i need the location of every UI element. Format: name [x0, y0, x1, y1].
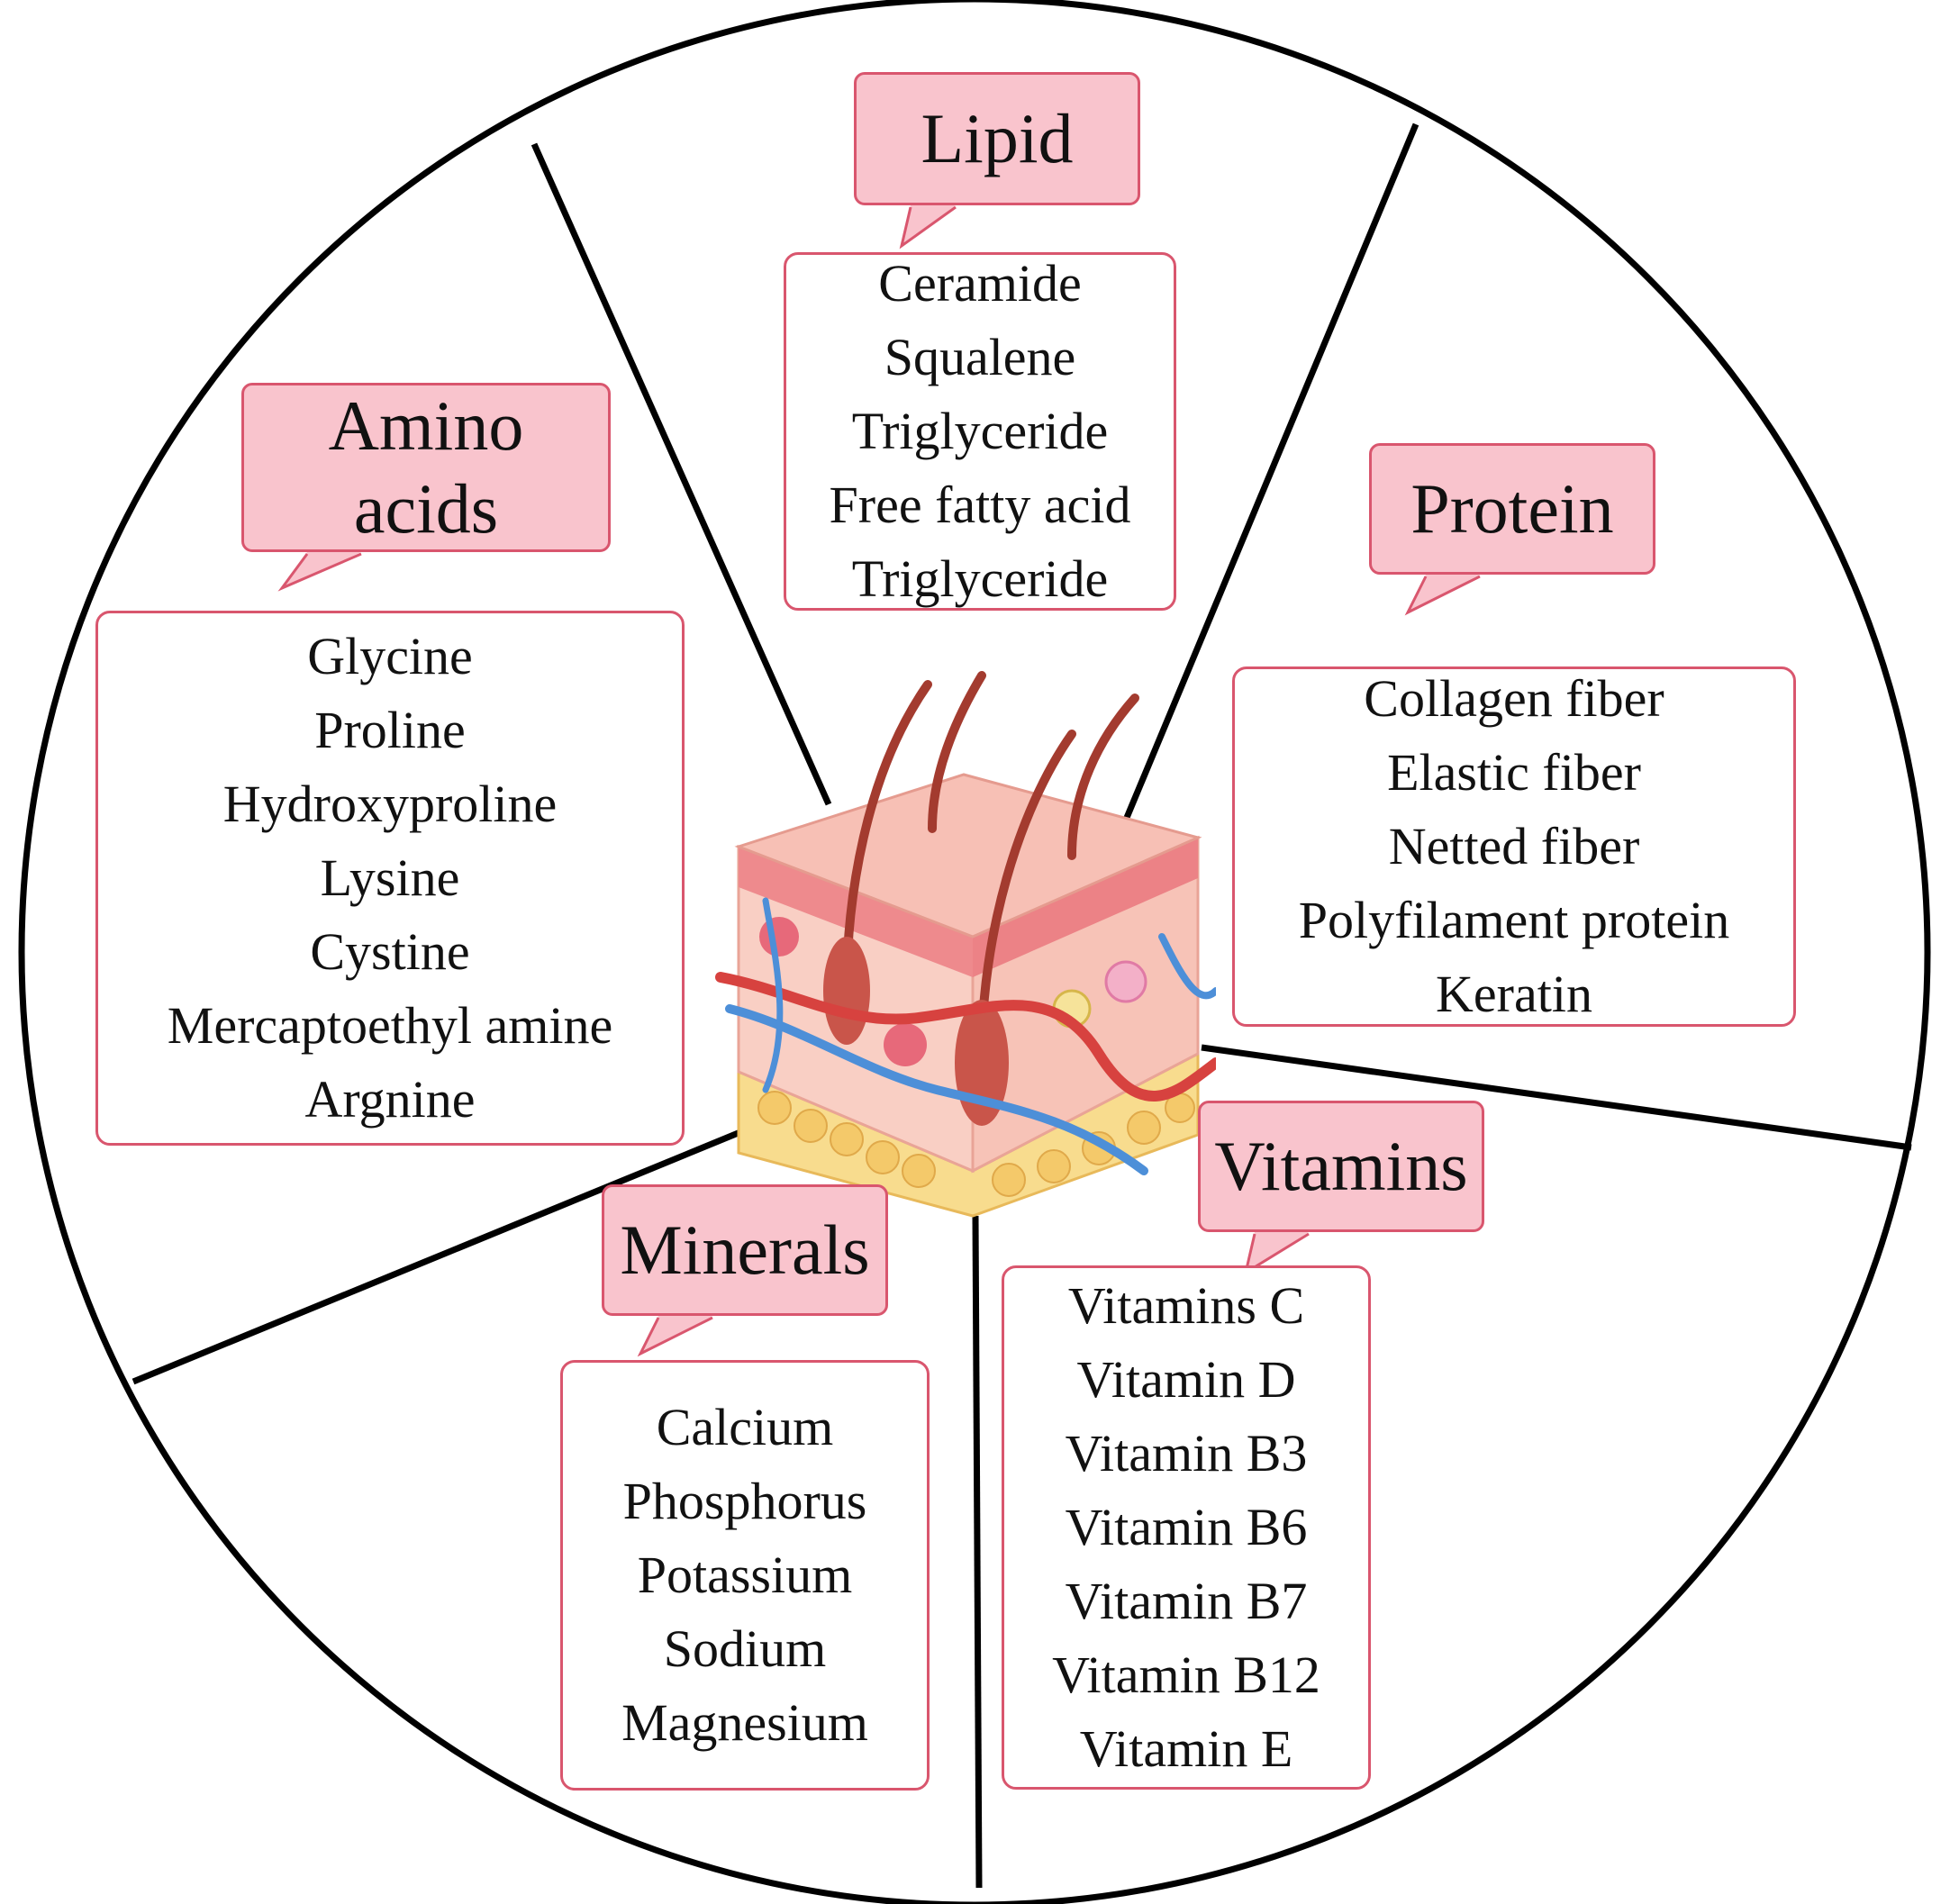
minerals-list: Calcium Phosphorus Potassium Sodium Magn… — [560, 1360, 930, 1791]
protein-list: Collagen fiber Elastic fiber Netted fibe… — [1232, 666, 1796, 1027]
amino-acids-label-line: Amino — [328, 386, 524, 465]
list-item: Sodium — [663, 1619, 827, 1678]
list-item: Vitamin B12 — [1052, 1646, 1320, 1704]
list-item: Vitamin B3 — [1065, 1424, 1308, 1482]
minerals-callout: Minerals — [602, 1184, 888, 1357]
list-item: Netted fiber — [1388, 817, 1640, 875]
amino-acids-list: Glycine Proline Hydroxyproline Lysine Cy… — [95, 611, 685, 1146]
vitamins-label: Vitamins — [1214, 1127, 1468, 1205]
divider-vitamins-minerals — [972, 1215, 983, 1889]
list-item: Calcium — [656, 1398, 834, 1456]
callout-tail — [1404, 575, 1481, 616]
list-item: Triglyceride — [851, 549, 1109, 608]
list-item: Vitamin B6 — [1065, 1498, 1308, 1556]
lipid-list: Ceramide Squalene Triglyceride Free fatt… — [784, 252, 1176, 611]
list-item: Free fatty acid — [829, 476, 1131, 534]
vitamins-list: Vitamins C Vitamin D Vitamin B3 Vitamin … — [1002, 1265, 1371, 1790]
amino-acids-label-line: acids — [353, 469, 499, 548]
vitamins-callout: Vitamins — [1198, 1101, 1484, 1276]
list-item: Magnesium — [621, 1693, 868, 1752]
list-item: Elastic fiber — [1387, 743, 1641, 802]
list-item: Phosphorus — [622, 1472, 867, 1530]
divider-protein-vitamins — [1201, 1044, 1912, 1151]
list-item: Proline — [314, 701, 466, 759]
list-item: Glycine — [307, 627, 473, 685]
divider-minerals-amino — [132, 1116, 773, 1385]
divider-lipid-amino — [531, 142, 832, 806]
list-item: Hydroxyproline — [222, 775, 558, 833]
list-item: Cystine — [310, 922, 470, 981]
callout-tail — [637, 1316, 713, 1357]
protein-callout: Protein — [1369, 443, 1655, 616]
list-item: Triglyceride — [851, 402, 1109, 460]
list-item: Collagen fiber — [1364, 669, 1664, 728]
amino-acids-callout: Amino acids — [241, 383, 611, 592]
minerals-label: Minerals — [620, 1210, 870, 1289]
protein-label: Protein — [1410, 469, 1614, 548]
list-item: Vitamin D — [1076, 1350, 1296, 1409]
skin-cross-section-icon — [715, 671, 1216, 1218]
lipid-label: Lipid — [921, 99, 1074, 177]
list-item: Squalene — [884, 328, 1076, 386]
lipid-callout: Lipid — [854, 72, 1140, 249]
list-item: Vitamins C — [1067, 1276, 1305, 1335]
callout-tail — [277, 552, 362, 592]
list-item: Keratin — [1436, 965, 1592, 1023]
list-item: Ceramide — [878, 254, 1082, 313]
list-item: Polyfilament protein — [1298, 891, 1730, 949]
list-item: Vitamin E — [1079, 1719, 1293, 1778]
list-item: Potassium — [637, 1546, 853, 1604]
list-item: Argnine — [304, 1070, 476, 1129]
divider-lipid-protein — [1120, 122, 1419, 826]
list-item: Mercaptoethyl amine — [167, 996, 613, 1055]
list-item: Lysine — [320, 848, 460, 907]
list-item: Vitamin B7 — [1065, 1572, 1308, 1630]
callout-tail — [899, 205, 957, 249]
